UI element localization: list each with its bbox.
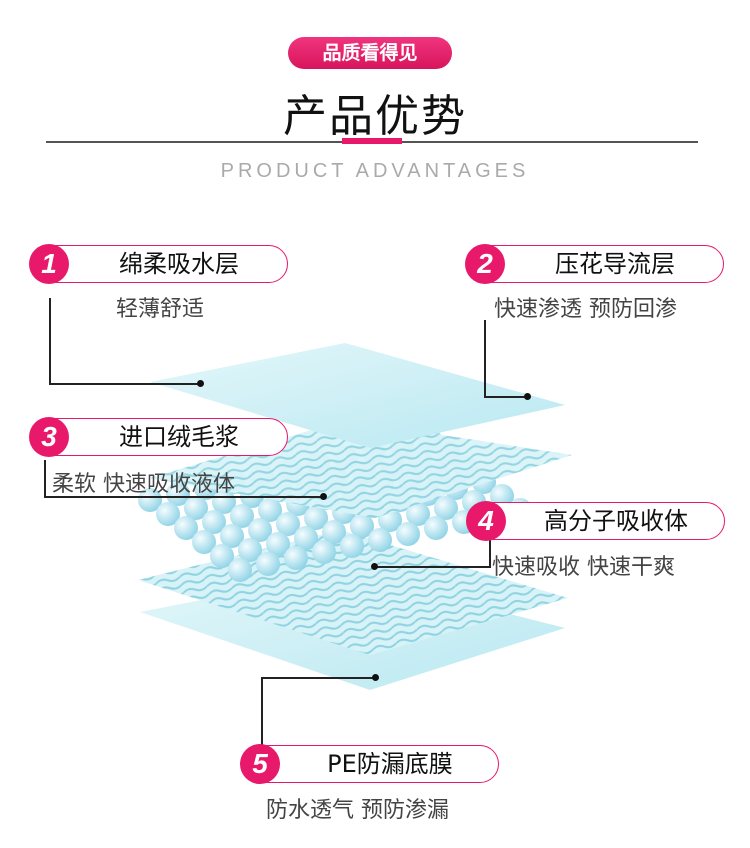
bead: [294, 526, 318, 550]
quality-badge: 品质看得见: [288, 37, 452, 69]
upper-wave-layer: [150, 420, 572, 518]
bead: [312, 540, 336, 564]
feature-number: 5: [240, 744, 280, 784]
feature-desc: 轻薄舒适: [116, 297, 205, 322]
feature-desc: 防水透气 预防渗漏: [266, 798, 449, 823]
bead: [238, 538, 262, 562]
bead: [322, 520, 346, 544]
feature-desc: 快速渗透 预防回渗: [494, 297, 677, 322]
bead: [156, 502, 180, 526]
feature-4: 4 高分子吸收体: [466, 501, 725, 541]
bead: [340, 534, 364, 558]
page-subtitle: PRODUCT ADVANTAGES: [220, 160, 530, 182]
feature-5: 5 PE防漏底膜: [240, 744, 499, 784]
bead: [256, 552, 280, 576]
bead: [138, 488, 162, 512]
feature-title: PE防漏底膜: [327, 750, 453, 778]
bead: [192, 530, 216, 554]
bead: [220, 524, 244, 548]
bead: [434, 496, 458, 520]
bead: [424, 516, 448, 540]
feature-1: 1 绵柔吸水层: [29, 244, 288, 284]
bead: [174, 516, 198, 540]
feature-number: 4: [466, 501, 506, 541]
bead: [304, 506, 328, 530]
feature-number: 1: [29, 244, 69, 284]
feature-title: 高分子吸收体: [544, 507, 688, 535]
bead: [276, 512, 300, 536]
bead: [202, 510, 226, 534]
bead: [210, 544, 234, 568]
bead: [166, 482, 190, 506]
bead: [248, 518, 272, 542]
page-title: 产品优势: [283, 91, 467, 142]
bead: [258, 498, 282, 522]
feature-3: 3 进口绒毛浆: [29, 417, 288, 457]
bead: [230, 504, 254, 528]
bead: [184, 496, 208, 520]
feature-2: 2 压花导流层: [465, 244, 724, 284]
bead: [284, 546, 308, 570]
bead: [406, 502, 430, 526]
feature-desc: 柔软 快速吸收液体: [52, 472, 235, 497]
feature-number: 2: [465, 244, 505, 284]
feature-desc: 快速吸收 快速干爽: [492, 555, 675, 580]
feature-number: 3: [29, 417, 69, 457]
top-sheet: [150, 343, 565, 448]
bead: [228, 558, 252, 582]
bead: [266, 532, 290, 556]
bead: [396, 522, 420, 546]
divider-accent: [342, 138, 402, 144]
feature-title: 进口绒毛浆: [119, 423, 239, 451]
bead: [368, 528, 392, 552]
bead: [350, 514, 374, 538]
feature-title: 绵柔吸水层: [119, 250, 239, 278]
feature-title: 压花导流层: [555, 250, 675, 278]
